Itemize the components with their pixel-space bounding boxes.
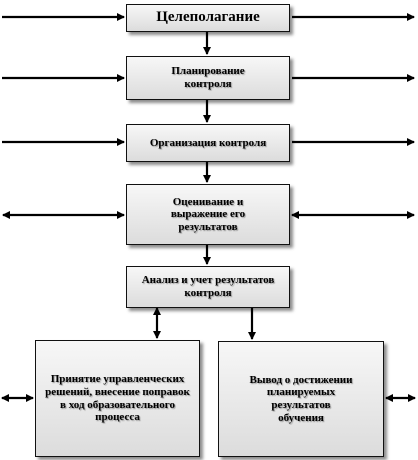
decisions-label: Принятие управленческих решений, внесени… bbox=[45, 373, 190, 424]
analysis-box: Анализ и учет результатов контроля bbox=[126, 266, 290, 308]
conclusion-label: Вывод о достижении планируемых результат… bbox=[249, 373, 353, 424]
planning-box: Планирование контроля bbox=[126, 56, 290, 100]
goal-setting-label: Целеполагание bbox=[156, 9, 260, 26]
analysis-label: Анализ и учет результатов контроля bbox=[141, 274, 275, 299]
organization-box: Организация контроля bbox=[126, 124, 290, 162]
planning-label: Планирование контроля bbox=[171, 65, 245, 90]
assessment-box: Оценивание и выражение его результатов bbox=[126, 184, 290, 245]
assessment-label: Оценивание и выражение его результатов bbox=[170, 195, 246, 233]
goal-setting-box: Целеполагание bbox=[126, 4, 290, 32]
conclusion-box: Вывод о достижении планируемых результат… bbox=[218, 341, 384, 457]
decisions-box: Принятие управленческих решений, внесени… bbox=[35, 340, 200, 457]
organization-label: Организация контроля bbox=[149, 136, 267, 149]
